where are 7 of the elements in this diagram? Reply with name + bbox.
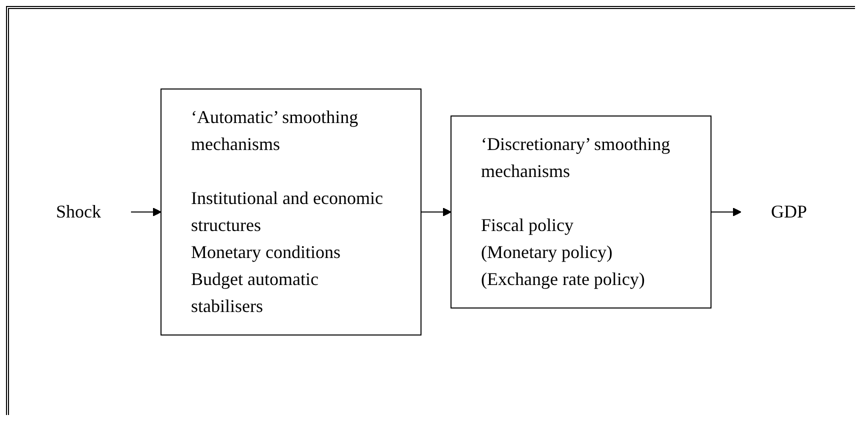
arrow xyxy=(710,208,742,216)
node-box: ‘Automatic’ smoothing mechanisms Institutional and economic structures Monetary conditions Budget automatic stabilisers xyxy=(160,88,422,336)
arrow xyxy=(420,208,452,216)
node-text: GDP xyxy=(771,202,808,222)
node-box: ‘Discretionary’ smoothing mechanisms Fiscal policy (Monetary policy) (Exchange rate policy) xyxy=(450,116,712,308)
arrow xyxy=(130,208,162,216)
node-text: Shock xyxy=(56,202,102,222)
